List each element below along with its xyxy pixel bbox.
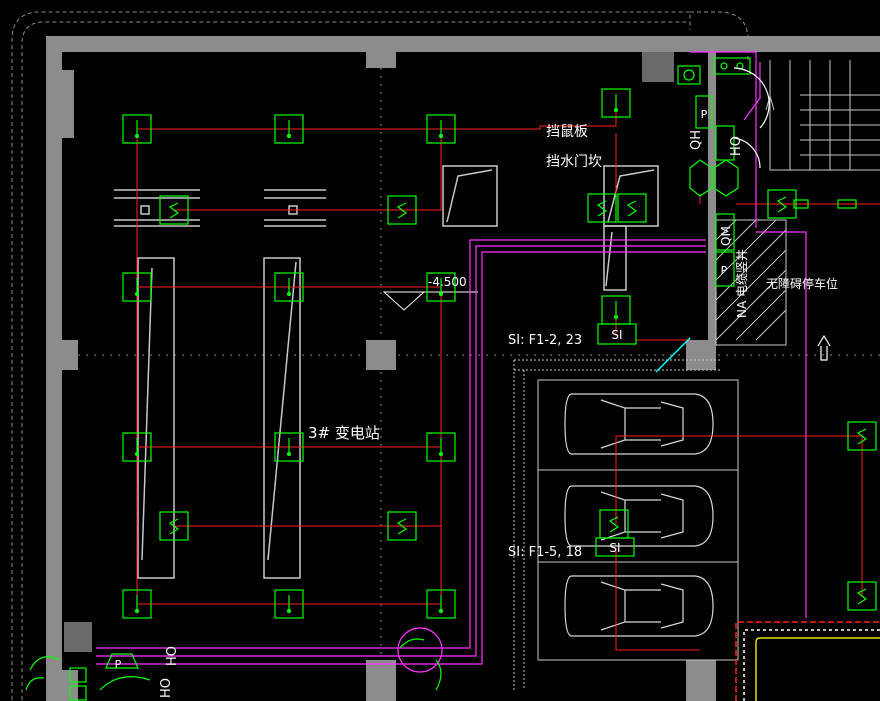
ho-label: HO: [729, 136, 744, 156]
sounder-icon[interactable]: [587, 193, 617, 223]
sounder-icon[interactable]: [159, 195, 189, 225]
p-label: P: [721, 264, 728, 277]
sounder-icon[interactable]: [387, 511, 417, 541]
car-icon: [564, 485, 714, 547]
sounder-icon[interactable]: [387, 195, 417, 225]
smoke-detector-icon[interactable]: [274, 114, 304, 144]
p-label: P: [701, 108, 708, 121]
sounder-icon[interactable]: [767, 189, 797, 219]
sounder-icon[interactable]: [599, 509, 629, 539]
si-note-bottom: SI: F1-5, 18: [508, 545, 582, 560]
transformer-cabinets: [114, 165, 659, 579]
accessible-parking-label: 无障碍停车位: [766, 276, 838, 291]
water-sill-label: 挡水门坎: [546, 154, 602, 170]
si-module-bottom[interactable]: SI: [595, 537, 635, 557]
qm-label: QM: [719, 226, 733, 246]
rat-board-label: 挡鼠板: [546, 124, 588, 140]
sounder-icon[interactable]: [159, 511, 189, 541]
fire-zone-boundary: [735, 621, 880, 701]
smoke-detector-icon[interactable]: [122, 432, 152, 462]
smoke-detector-icon[interactable]: [122, 114, 152, 144]
smoke-detector-icon[interactable]: [426, 589, 456, 619]
site-boundary: [11, 11, 749, 700]
walls: [46, 36, 880, 701]
stairs: [765, 60, 880, 171]
smoke-detectors: [122, 88, 631, 619]
smoke-detector-icon[interactable]: [601, 88, 631, 118]
smoke-detector-icon[interactable]: [426, 432, 456, 462]
qh-label: QH: [689, 130, 704, 150]
sounder-icon[interactable]: [847, 581, 877, 611]
riser-devices: [677, 57, 770, 287]
si-box-label: SI: [611, 328, 622, 342]
car-icon: [564, 393, 714, 455]
smoke-detector-icon[interactable]: [122, 272, 152, 302]
smoke-detector-icon[interactable]: [122, 589, 152, 619]
smoke-detector-icon[interactable]: [426, 114, 456, 144]
bottom-left-devices: [25, 638, 442, 701]
leader-line: [655, 337, 691, 373]
substation-label: 3# 变电站: [308, 424, 380, 442]
sounder-icon[interactable]: [847, 421, 877, 451]
sounder-icon: [837, 199, 857, 209]
sounder-icon[interactable]: [617, 193, 647, 223]
riser-label: NA 电缆竖井: [735, 249, 749, 318]
p-label: P: [115, 658, 122, 671]
smoke-detector-icon[interactable]: [426, 272, 456, 302]
ho-label: HO: [159, 678, 174, 698]
car-icon: [564, 575, 714, 637]
smoke-detector-icon[interactable]: [274, 432, 304, 462]
sounder-icon: [793, 199, 809, 209]
arrow-up-icon: [817, 334, 831, 361]
axis-grid: [62, 52, 880, 701]
annotations: 挡鼠板 挡水门坎 -4.500 SI: F1-2, 23 SI: F1-5, 1…: [115, 108, 838, 698]
elevation-marker: [382, 291, 478, 311]
ho-label: HO: [165, 646, 180, 666]
cable-routes: [96, 51, 807, 673]
smoke-detector-icon[interactable]: [274, 589, 304, 619]
fire-phone-icon[interactable]: [105, 653, 139, 669]
si-box-label: SI: [609, 541, 620, 555]
alarm-wiring: [136, 103, 880, 651]
smoke-detector-icon[interactable]: [274, 272, 304, 302]
si-note-top: SI: F1-2, 23: [508, 333, 582, 348]
parking-area: [537, 379, 739, 661]
si-module-top[interactable]: SI: [597, 323, 637, 345]
elevation-label: -4.500: [428, 275, 467, 289]
hatching: [64, 52, 787, 690]
